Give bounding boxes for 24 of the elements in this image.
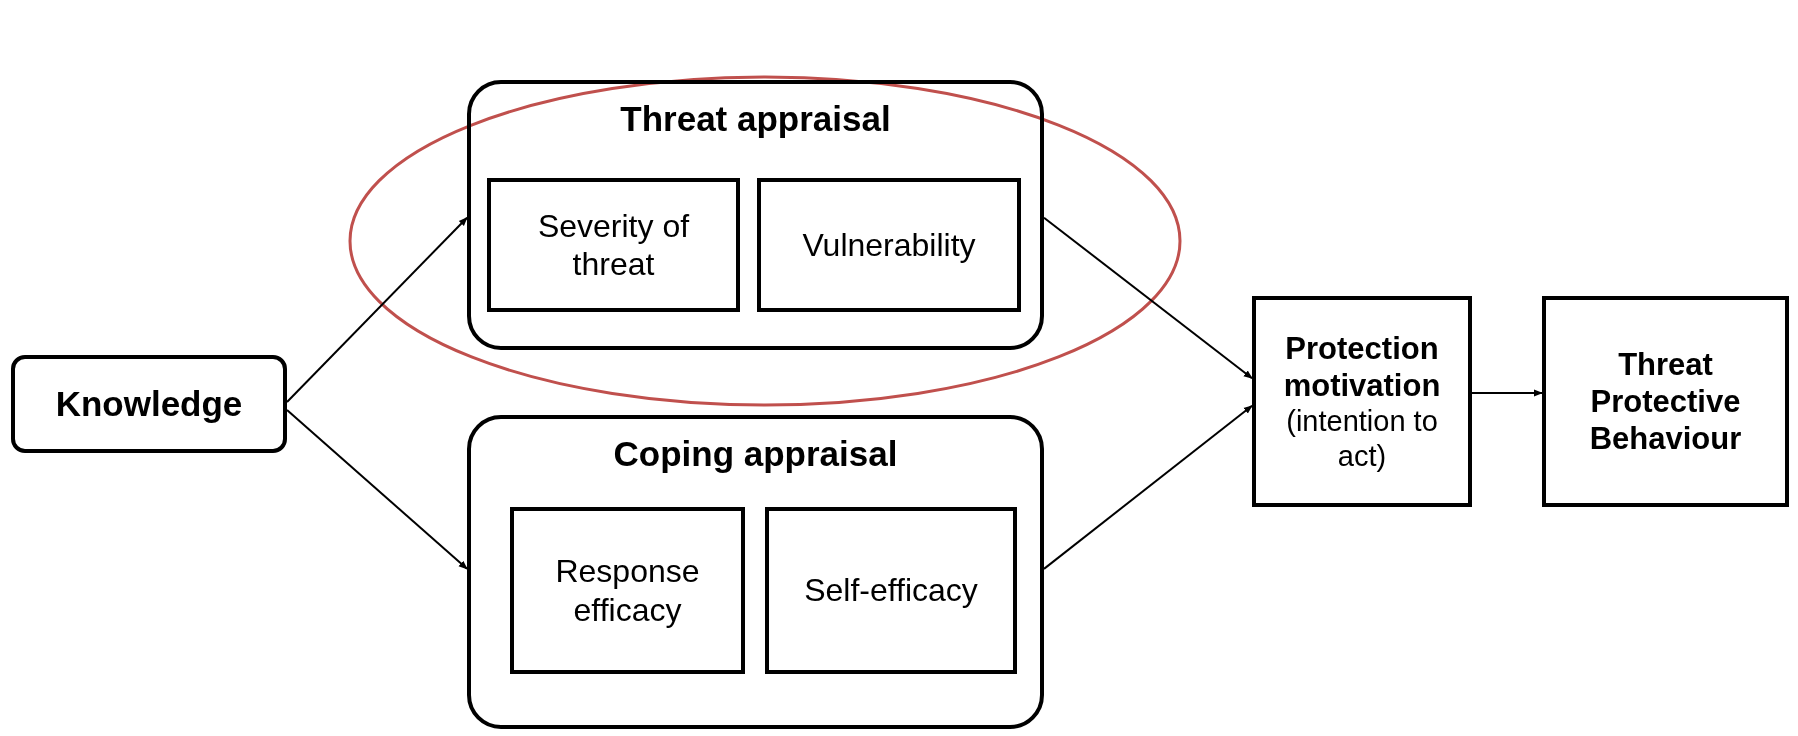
factor-box <box>487 178 740 312</box>
box-label: Response efficacy <box>554 552 701 629</box>
factor-box <box>510 507 745 674</box>
appraisal-box <box>467 80 1044 350</box>
concept-box <box>11 355 287 453</box>
group-heading: Threat appraisal <box>619 98 892 140</box>
outcome-box <box>1252 296 1472 507</box>
arrow <box>1043 216 1253 380</box>
factor-box <box>757 178 1021 312</box>
group-heading: Coping appraisal <box>612 433 899 475</box>
outcome-box <box>1542 296 1789 507</box>
appraisal-box <box>467 415 1044 729</box>
box-label: Severity of threat <box>536 206 691 284</box>
box-label: Knowledge <box>54 383 244 425</box>
arrow <box>286 216 468 404</box>
box-label: Threat Protective Behaviour <box>1588 345 1743 458</box>
box-label: Self-efficacy <box>803 571 979 610</box>
box-label: Protection motivation <box>1282 329 1442 404</box>
arrow <box>286 408 468 570</box>
arrow <box>1043 404 1253 570</box>
box-note: (intention to act) <box>1285 403 1439 474</box>
box-label: Vulnerability <box>801 225 977 265</box>
arrow <box>1471 389 1543 397</box>
factor-box <box>765 507 1017 674</box>
